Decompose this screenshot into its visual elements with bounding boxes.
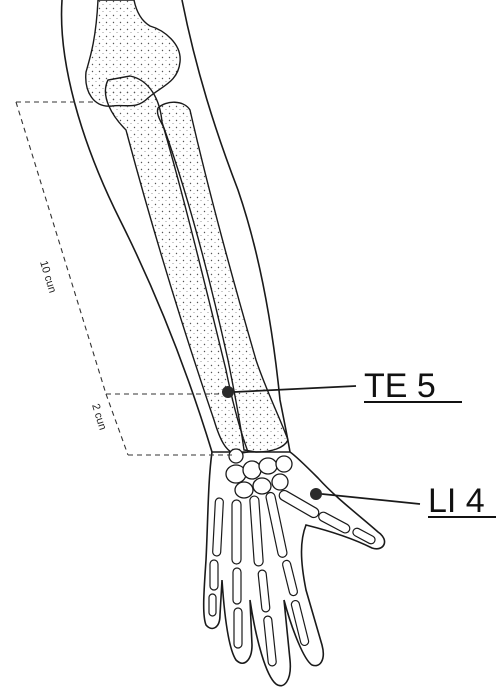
- ten-cun-label: 10 cun: [37, 259, 58, 294]
- hand-outline: [204, 452, 385, 686]
- te5-label: TE 5: [364, 367, 436, 405]
- li4-point-marker: [310, 488, 322, 500]
- li4-label: LI 4: [428, 482, 485, 520]
- te5-point-marker: [222, 386, 234, 398]
- two-cun-label: 2 cun: [89, 402, 108, 431]
